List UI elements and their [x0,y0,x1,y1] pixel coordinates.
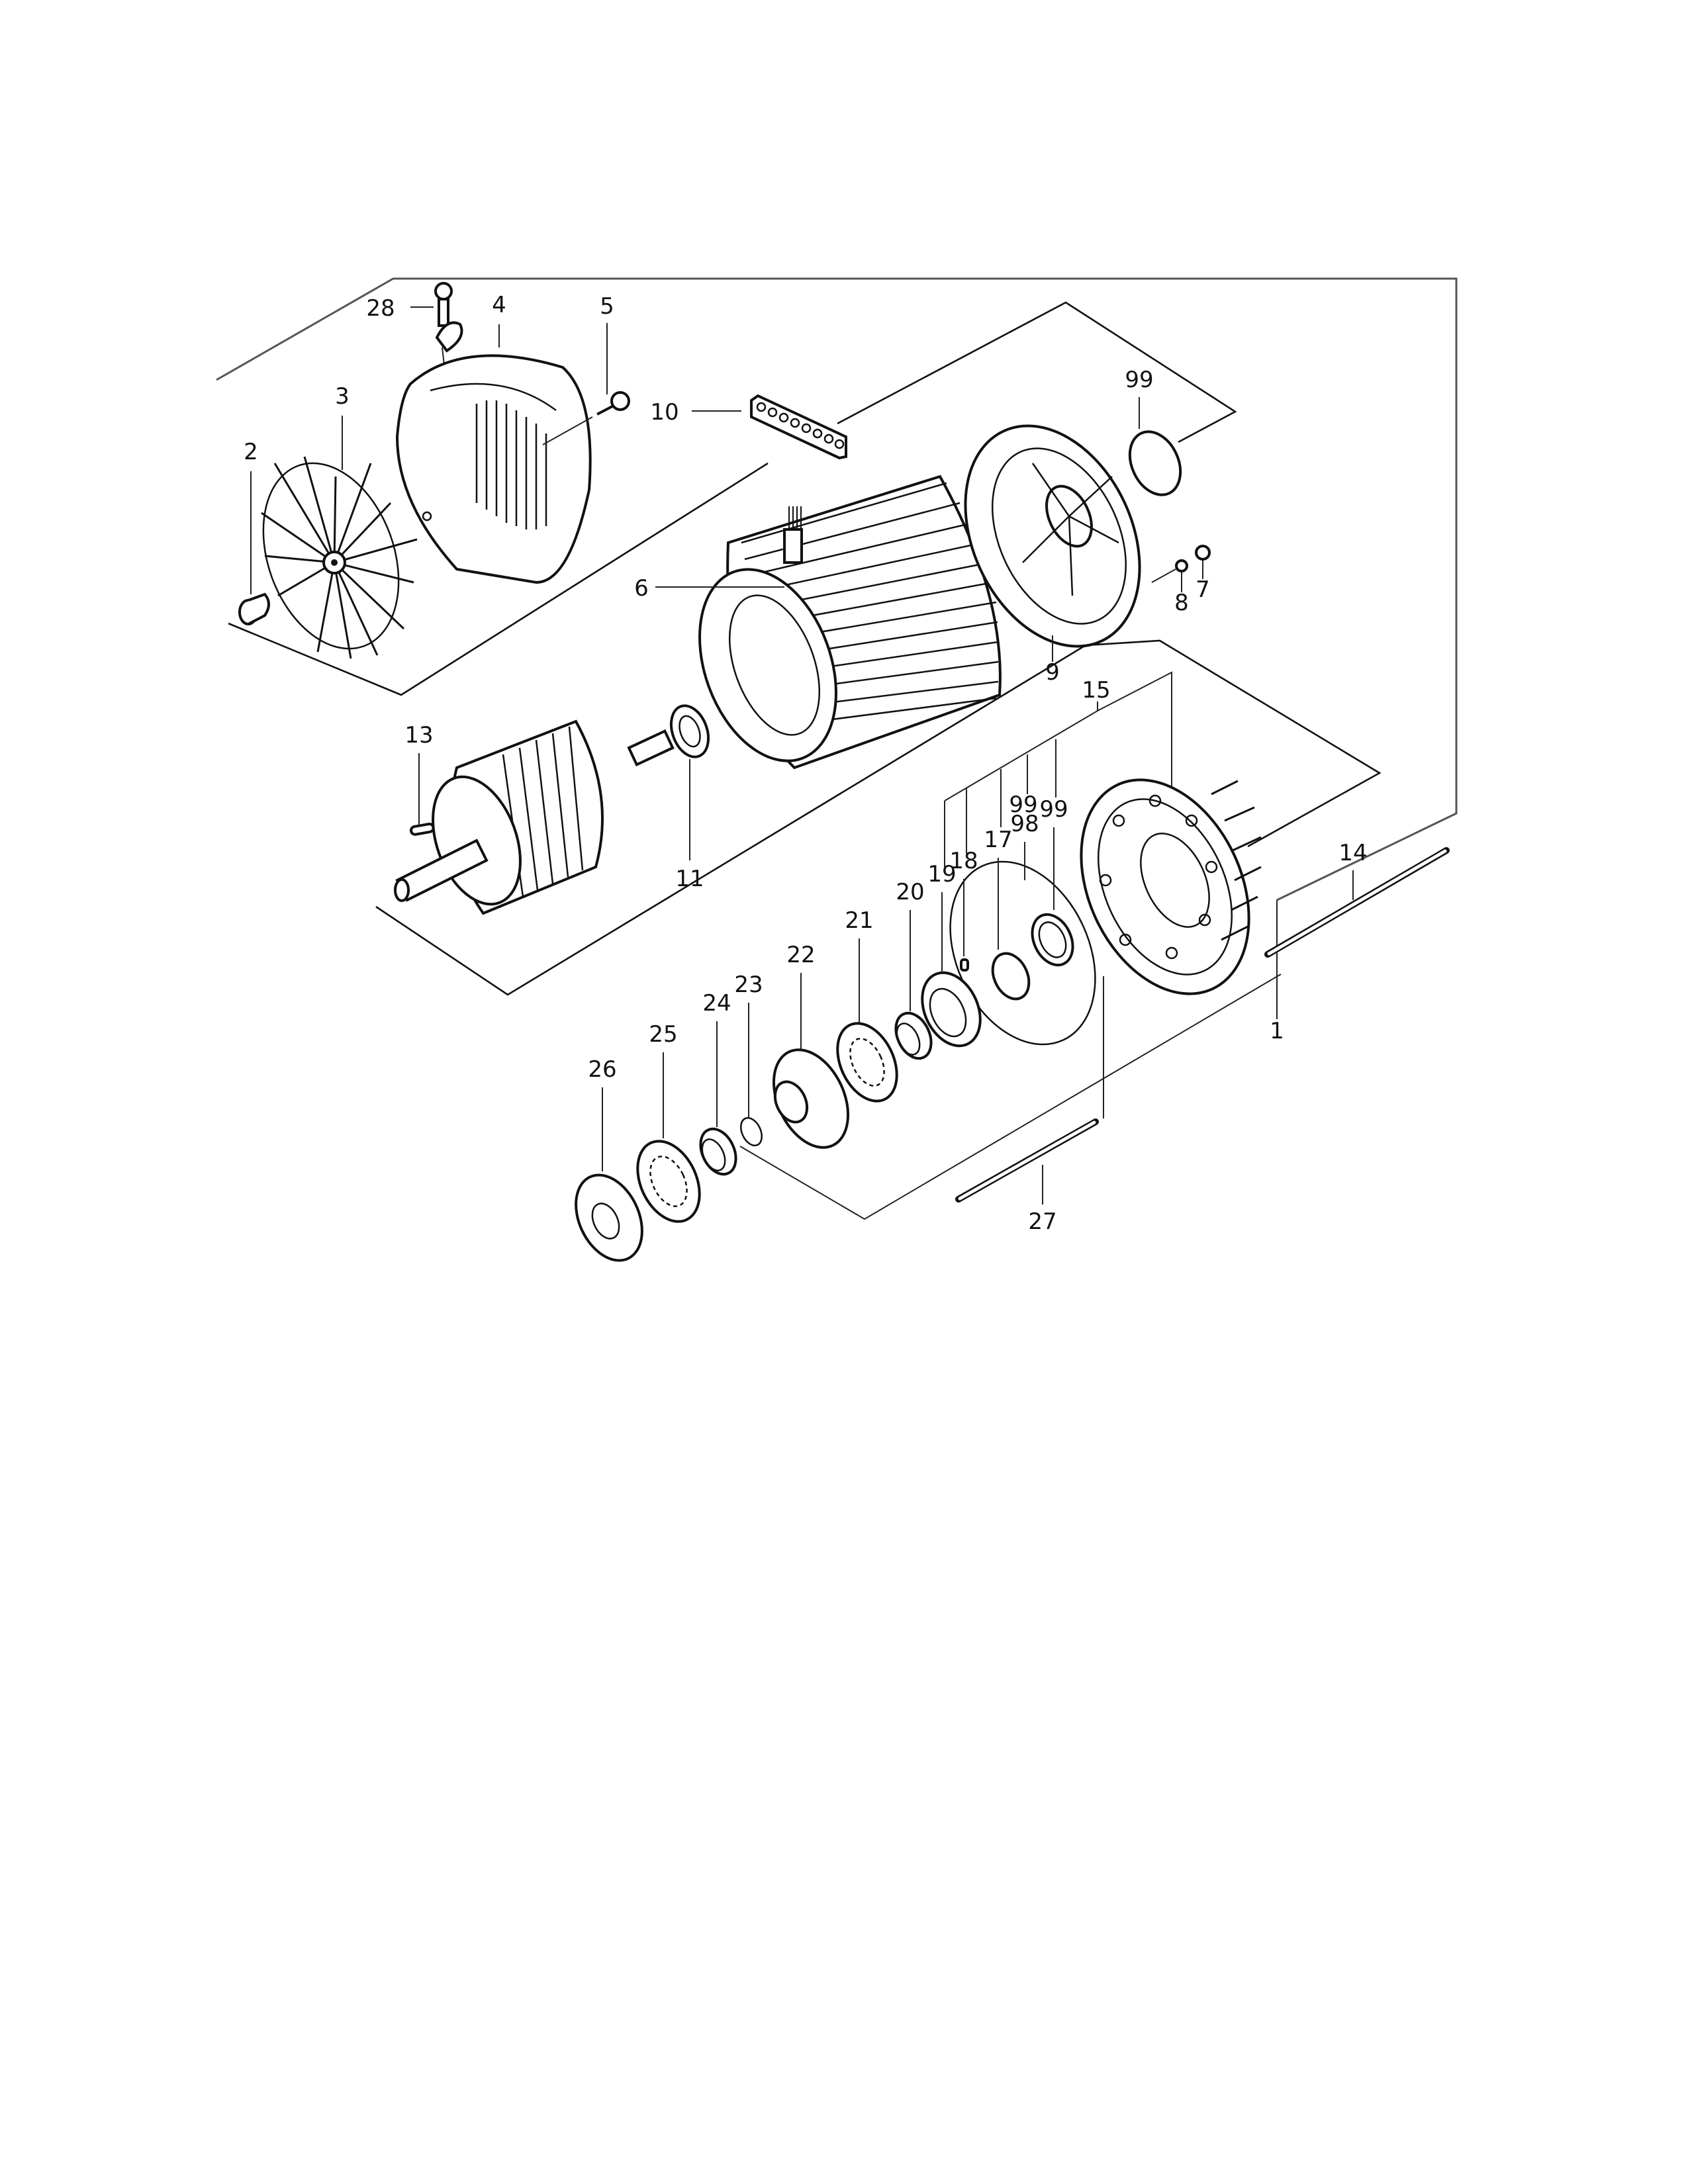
callout-25: 25 [649,1021,677,1048]
seal-part-99-lower [1031,827,1074,967]
callout-4: 4 [492,292,506,318]
callout-99-mid: 99 [1009,792,1037,818]
callout-19: 19 [927,861,956,887]
callout-99-right: 99 [1039,796,1068,823]
callout-2: 2 [244,439,258,465]
callout-labels: 28 4 5 3 2 10 99 6 8 7 9 15 13 11 99 98 … [244,292,1367,1235]
callout-13: 13 [404,722,433,749]
callout-11: 11 [675,866,704,892]
needle-bearing-part-20 [894,910,933,1060]
wobble-plate-part-22 [772,973,850,1149]
thrust-washer-part-26 [575,1087,643,1262]
callout-23: 23 [734,972,763,998]
callout-15: 15 [1082,677,1110,704]
callout-27: 27 [1028,1208,1056,1235]
thrust-bearing-part-25 [636,1052,701,1223]
callout-21: 21 [845,907,873,934]
callout-20: 20 [896,879,924,905]
screw-part-5 [542,323,630,445]
fan-group-bracket [228,462,769,696]
rotor-group-bracket [375,639,1382,996]
stator-housing-part-6 [655,475,1002,770]
thrust-bearing-part-21 [836,938,898,1103]
tie-rod-part-14 [1264,847,1450,958]
callout-8: 8 [1174,590,1189,616]
ball-bearing-part-11 [669,704,710,860]
terminal-block-part-10 [692,394,847,460]
tie-rod-part-27 [955,976,1104,1205]
needle-bearing-part-24 [699,1021,737,1176]
washer-part-8 [1151,559,1188,592]
assembly-frame [216,277,1458,1019]
pin-part-18 [960,879,969,972]
fan-cover-part-4 [395,324,592,584]
rotor-part-13 [394,719,675,915]
callout-28: 28 [366,295,395,322]
callout-5: 5 [600,293,614,320]
callout-14: 14 [1338,840,1367,866]
callout-1: 1 [1270,1018,1284,1044]
seal-housing-part-19 [921,892,982,1048]
flange-end-bell-part-15 [1080,778,1262,995]
callout-10: 10 [650,399,679,426]
callout-18: 18 [949,848,978,874]
callout-17: 17 [984,827,1012,853]
screw-with-clamp-part-28 [410,282,463,371]
seal-ring-part-17 [991,858,1031,1001]
callout-99-upper: 99 [1125,367,1153,393]
callout-26: 26 [588,1056,616,1083]
callout-9: 9 [1045,659,1060,686]
circlip-part-23 [740,1003,763,1147]
callout-3: 3 [335,383,350,410]
stator-group-bracket [837,301,1237,443]
bushing-part-2 [238,471,270,625]
end-bell-part-9 [964,424,1141,662]
callout-22: 22 [786,942,815,968]
cooling-fan-part-3 [261,416,418,659]
callout-6: 6 [634,575,649,602]
callout-98: 98 [1010,811,1039,837]
nut-part-7 [1195,545,1211,579]
callout-24: 24 [702,990,731,1017]
o-ring-part-99-upper [1128,397,1182,496]
callout-7: 7 [1196,576,1210,603]
